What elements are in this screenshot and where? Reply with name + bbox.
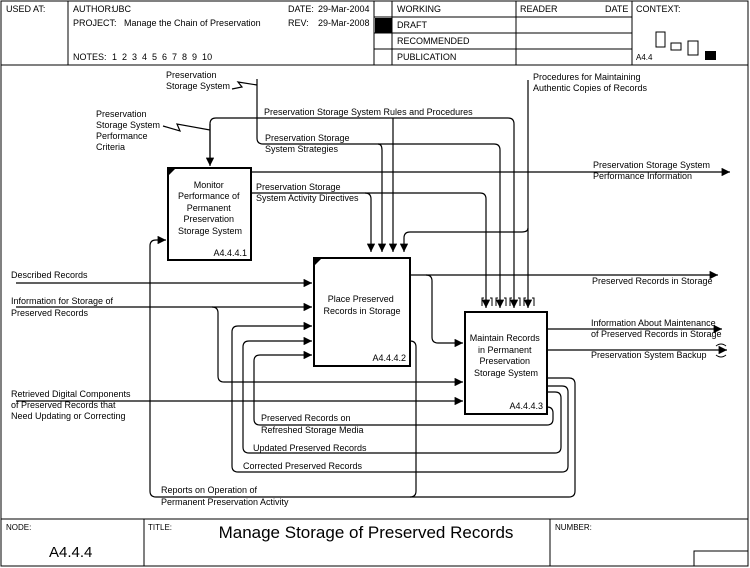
box-id: A4.4.4.2	[372, 353, 406, 363]
arrow-label: Procedures for Maintaining Authentic Cop…	[533, 72, 648, 93]
arrow-label: Corrected Preserved Records	[243, 461, 363, 471]
arrow-label: Preservation Storage System Performance …	[593, 160, 713, 181]
arrow-updated-records[interactable]: Updated Preserved Records	[242, 336, 562, 454]
arrow-reports-on-operation[interactable]: Reports on Operation of Permanent Preser…	[149, 235, 576, 507]
arrow-label: Preservation Storage System Activity Dir…	[256, 182, 359, 203]
date-value: 29-Mar-2004	[318, 4, 370, 14]
activity-box-a4441[interactable]: Monitor Performance of Permanent Preserv…	[167, 167, 252, 261]
date-label: DATE:	[288, 4, 314, 14]
arrow-info-about-maintenance[interactable]: Information About Maintenance of Preserv…	[547, 318, 722, 339]
arrow-label: Preservation Storage System	[166, 70, 230, 91]
status-publication: PUBLICATION	[397, 52, 456, 62]
arrow-label: Reports on Operation of Permanent Preser…	[161, 485, 289, 507]
arrow-refreshed-storage-media[interactable]: Preserved Records on Refreshed Storage M…	[253, 350, 554, 435]
arrow-label: Information About Maintenance of Preserv…	[591, 318, 722, 339]
arrow-system-backup[interactable]: Preservation System Backup	[547, 343, 727, 360]
box-title: Maintain Records in Permanent Preservati…	[470, 333, 543, 378]
box-title: Place Preserved Records in Storage	[323, 294, 400, 316]
title-label: TITLE:	[148, 523, 172, 532]
box-title: Monitor Performance of Permanent Preserv…	[178, 180, 242, 236]
node-value: A4.4.4	[49, 544, 92, 561]
author-label: AUTHOR:	[73, 4, 114, 14]
tunnel-brackets-icon	[481, 297, 535, 306]
arrow-performance-criteria[interactable]: Preservation Storage System Performance …	[96, 109, 211, 152]
status-recommended: RECOMMENDED	[397, 36, 470, 46]
diagram-title: Manage Storage of Preserved Records	[219, 523, 514, 542]
box-id: A4.4.4.1	[213, 248, 247, 258]
context-node: A4.4	[636, 53, 653, 62]
notes-value: 1 2 3 4 5 6 7 8 9 10	[112, 52, 212, 62]
arrow-label: Updated Preserved Records	[253, 443, 367, 453]
activity-box-a4442[interactable]: Place Preserved Records in Storage A4.4.…	[313, 257, 411, 367]
arrow-preservation-storage-system[interactable]: Preservation Storage System	[166, 70, 258, 118]
context-label: CONTEXT:	[636, 4, 681, 14]
arrow-preserved-records-in-storage[interactable]: Preserved Records in Storage	[410, 270, 718, 348]
rev-label: REV:	[288, 18, 309, 28]
notes-label: NOTES:	[73, 52, 107, 62]
arrow-corrected-records[interactable]: Corrected Preserved Records	[231, 321, 569, 473]
footer-block: NODE: A4.4.4 TITLE: Manage Storage of Pr…	[1, 518, 749, 567]
node-label: NODE:	[6, 523, 31, 532]
arrow-label: Information for Storage of Preserved Rec…	[11, 296, 116, 318]
arrow-label: Preservation Storage System Strategies	[265, 133, 352, 154]
arrow-label: Preservation Storage System Performance …	[96, 109, 163, 152]
project-label: PROJECT:	[73, 18, 117, 28]
rev-value: 29-Mar-2008	[318, 18, 370, 28]
arrow-procedures-authentic-copies[interactable]: Procedures for Maintaining Authentic Cop…	[399, 72, 648, 308]
arrow-label: Preservation System Backup	[591, 350, 707, 360]
author-value: UBC	[112, 4, 132, 14]
arrow-label: Preserved Records on Refreshed Storage M…	[261, 413, 364, 435]
arrow-rules-and-procedures[interactable]: Preservation Storage System Rules and Pr…	[205, 107, 519, 308]
arrow-activity-directives[interactable]: Preservation Storage System Activity Dir…	[251, 182, 491, 308]
context-thumbnail-icon	[655, 31, 716, 60]
status-working: WORKING	[397, 4, 441, 14]
arrow-performance-information[interactable]: Preservation Storage System Performance …	[251, 160, 730, 181]
arrow-info-for-storage[interactable]: Information for Storage of Preserved Rec…	[11, 296, 463, 387]
arrow-label: Described Records	[11, 270, 88, 280]
arrow-retrieved-components[interactable]: Retrieved Digital Components of Preserve…	[11, 389, 463, 421]
number-field-box	[693, 550, 749, 567]
box-id: A4.4.4.3	[509, 401, 543, 411]
number-label: NUMBER:	[555, 523, 592, 532]
arrow-label: Preserved Records in Storage	[592, 276, 713, 286]
reader-date-label: DATE	[605, 4, 628, 14]
used-at-label: USED AT:	[6, 4, 45, 14]
arrow-system-strategies[interactable]: Preservation Storage System Strategies	[256, 118, 505, 308]
draft-selected-marker	[375, 18, 392, 33]
project-value: Manage the Chain of Preservation	[124, 18, 261, 28]
activity-box-a4443[interactable]: Maintain Records in Permanent Preservati…	[464, 311, 548, 415]
tunnel-icon	[715, 343, 727, 347]
reader-label: READER	[520, 4, 558, 14]
arrow-label: Retrieved Digital Components of Preserve…	[11, 389, 133, 421]
status-draft: DRAFT	[397, 20, 427, 30]
arrow-label: Preservation Storage System Rules and Pr…	[264, 107, 473, 117]
arrow-described-records[interactable]: Described Records	[11, 270, 312, 288]
